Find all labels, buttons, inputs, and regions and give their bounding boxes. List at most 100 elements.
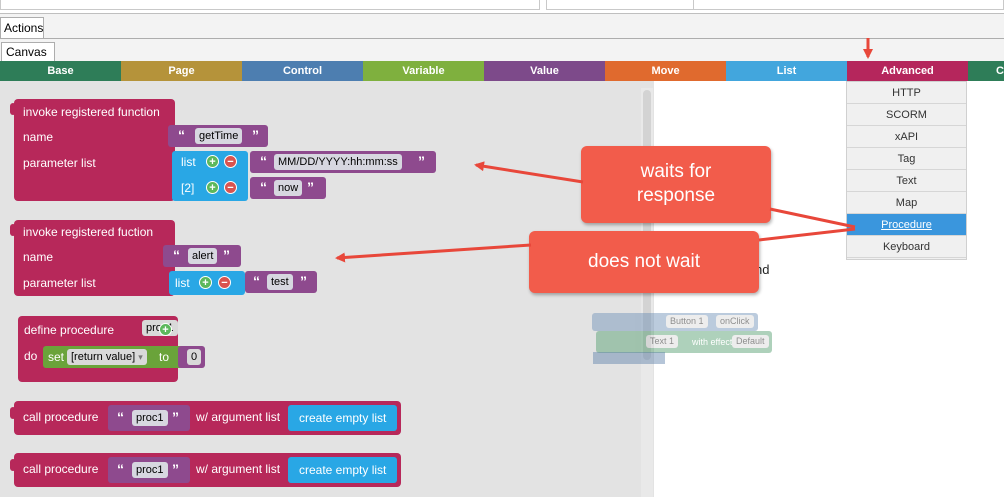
callout-waits: waits for response (581, 146, 771, 223)
arrow-line-no-wait (758, 227, 856, 242)
callout-no-wait: does not wait (529, 231, 759, 293)
ghost-effect-field: Default (732, 335, 769, 348)
category-variable[interactable]: Variable (363, 61, 484, 81)
remove-item-icon[interactable]: − (218, 276, 231, 289)
menu-item-http[interactable]: HTTP (847, 82, 966, 104)
string-block-alert[interactable]: “ alert ” (163, 245, 241, 267)
quote-open: “ (260, 153, 267, 169)
quote-open: “ (178, 127, 185, 143)
add-parameter-icon[interactable]: + (159, 323, 172, 336)
list-label: create empty list (299, 463, 387, 477)
list-label: list (181, 155, 196, 169)
menu-item-keyboard[interactable]: Keyboard (847, 236, 966, 258)
quote-close: ” (418, 153, 425, 169)
block-title: invoke registered function (23, 105, 160, 119)
string-value[interactable]: test (267, 274, 293, 290)
add-item-icon[interactable]: + (206, 155, 219, 168)
block-title: invoke registered fuction (23, 225, 154, 239)
list-block-1[interactable]: list + − [2] + − (172, 151, 248, 201)
string-block-proc1[interactable]: “ proc1 ” (108, 457, 190, 483)
to-label: to (159, 350, 170, 364)
quote-close: ” (223, 247, 230, 263)
string-block-proc1[interactable]: “ proc1 ” (108, 405, 190, 431)
tab-actions[interactable]: Actions (0, 17, 44, 39)
menu-item-scorm[interactable]: SCORM (847, 104, 966, 126)
callout-text: waits for response (636, 161, 716, 206)
argument-list-label: w/ argument list (196, 462, 281, 476)
number-value[interactable]: 0 (187, 349, 202, 365)
string-value[interactable]: alert (188, 248, 218, 264)
category-base[interactable]: Base (0, 61, 121, 81)
menu-item-text[interactable]: Text (847, 170, 966, 192)
quote-open: “ (117, 409, 124, 425)
invoke-function-block-1[interactable]: invoke registered function name paramete… (10, 99, 175, 201)
call-label: call procedure (23, 462, 99, 476)
menu-item-tag[interactable]: Tag (847, 148, 966, 170)
category-page[interactable]: Page (121, 61, 242, 81)
name-label: name (23, 250, 54, 264)
string-block-gettime[interactable]: “ getTime ” (168, 125, 268, 147)
parameter-list-label: parameter list (23, 276, 96, 290)
category-advanced[interactable]: Advanced (847, 61, 968, 81)
do-label: do (24, 349, 38, 363)
add-item-icon[interactable]: + (199, 276, 212, 289)
argument-list-label: w/ argument list (196, 410, 281, 424)
menu-item-xapi[interactable]: xAPI (847, 126, 966, 148)
add-item-icon[interactable]: + (206, 181, 219, 194)
string-value[interactable]: proc1 (132, 410, 168, 426)
quote-open: “ (260, 179, 267, 195)
string-block-test[interactable]: “ test ” (245, 271, 317, 293)
list-label: create empty list (299, 411, 387, 425)
number-block[interactable]: 0 (178, 346, 205, 368)
ghost-effect-label: with effect (692, 337, 733, 347)
ghost-event-field: onClick (716, 315, 754, 328)
category-c[interactable]: C (968, 61, 1004, 81)
menu-item-map[interactable]: Map (847, 192, 966, 214)
string-block-now[interactable]: “ now ” (250, 177, 326, 199)
string-value[interactable]: proc1 (132, 462, 168, 478)
chevron-down-icon: ▾ (138, 352, 143, 362)
arrow-to-block2-icon (335, 243, 532, 263)
ghost-event-block: Button 1 onClick (592, 313, 758, 331)
category-value[interactable]: Value (484, 61, 605, 81)
quote-close: ” (300, 273, 307, 289)
top-panel-left (0, 0, 540, 10)
advanced-dropdown: HTTP SCORM xAPI Tag Text Map Procedure K… (846, 81, 967, 260)
variable-name-field[interactable]: [return value] ▾ (67, 349, 147, 365)
arrow-to-block1-icon (474, 161, 584, 184)
quote-open: “ (253, 273, 260, 289)
invoke-function-block-2[interactable]: invoke registered fuction name parameter… (10, 220, 175, 296)
quote-close: ” (172, 461, 179, 477)
call-label: call procedure (23, 410, 99, 424)
list-block-2[interactable]: list + − (169, 271, 245, 295)
ghost-fragment (593, 352, 665, 364)
quote-close: ” (307, 179, 314, 195)
menu-item-procedure[interactable]: Procedure (847, 214, 966, 236)
list-label: list (175, 276, 190, 290)
set-variable-block[interactable]: set [return value] ▾ to (43, 346, 183, 368)
create-empty-list-block[interactable]: create empty list (288, 405, 397, 431)
tab-divider (0, 38, 1004, 39)
category-list[interactable]: List (726, 61, 847, 81)
top-panels (0, 0, 1004, 14)
ghost-effect-block: Text 1 with effect Default (596, 331, 772, 353)
string-value[interactable]: MM/DD/YYYY:hh:mm:ss (274, 154, 402, 170)
string-block-format[interactable]: “ MM/DD/YYYY:hh:mm:ss ” (250, 151, 436, 173)
remove-item-icon[interactable]: − (224, 181, 237, 194)
ghost-button-field: Button 1 (666, 315, 708, 328)
index-label: [2] (181, 181, 195, 195)
string-value[interactable]: now (274, 180, 303, 196)
string-value[interactable]: getTime (195, 128, 243, 144)
parameter-list-label: parameter list (23, 156, 96, 170)
remove-item-icon[interactable]: − (224, 155, 237, 168)
tab-canvas-1[interactable]: Canvas 1 (1, 42, 55, 73)
quote-close: ” (172, 409, 179, 425)
name-label: name (23, 130, 54, 144)
category-move[interactable]: Move (605, 61, 726, 81)
callout-text: does not wait (588, 251, 700, 272)
category-control[interactable]: Control (242, 61, 363, 81)
block-title: define procedure (24, 323, 115, 337)
set-label: set (48, 350, 65, 364)
create-empty-list-block[interactable]: create empty list (288, 457, 397, 483)
